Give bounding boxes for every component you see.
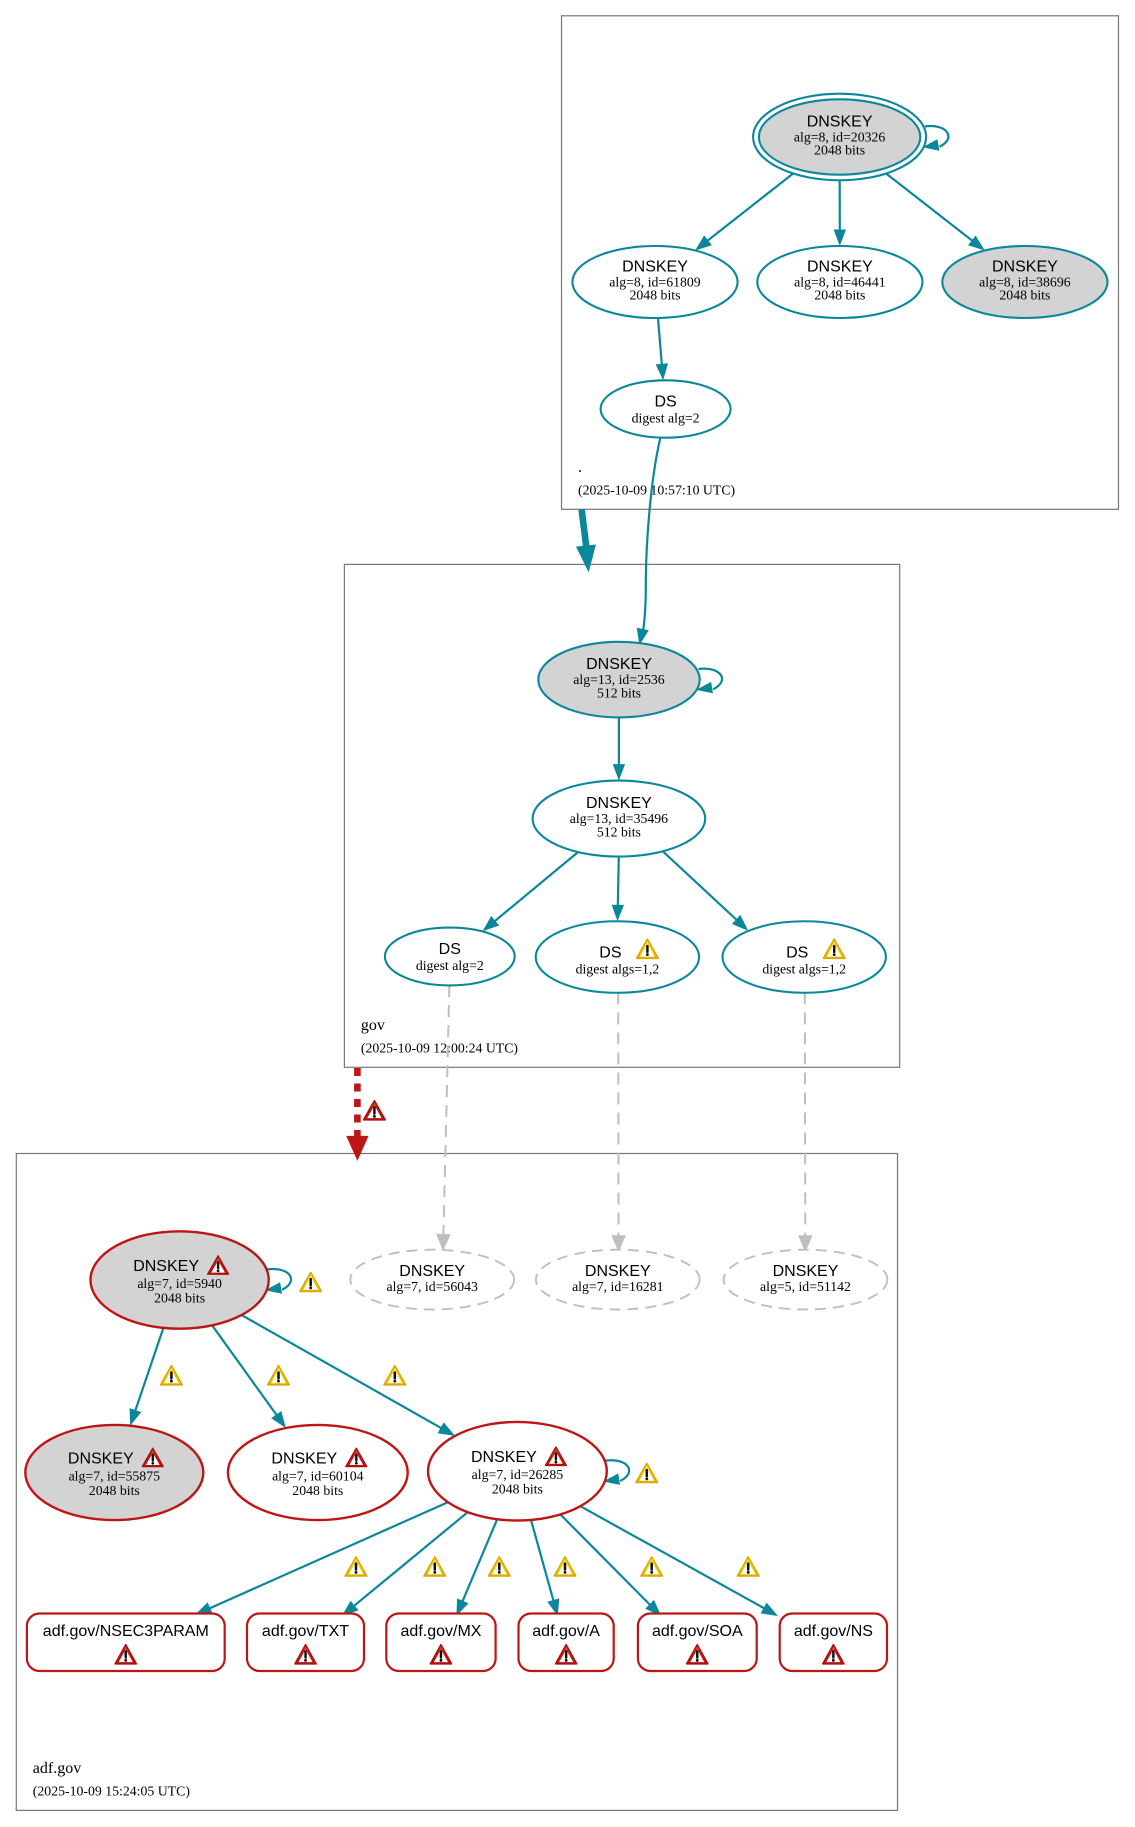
svg-text:digest algs=1,2: digest algs=1,2: [576, 961, 660, 976]
svg-text:alg=8, id=20326: alg=8, id=20326: [794, 129, 886, 144]
svg-text:digest alg=2: digest alg=2: [632, 411, 700, 426]
svg-text:2048 bits: 2048 bits: [630, 288, 681, 303]
svg-text:alg=8, id=46441: alg=8, id=46441: [794, 274, 886, 289]
svg-text:DNSKEY: DNSKEY: [807, 259, 873, 276]
svg-text:DNSKEY: DNSKEY: [68, 1451, 134, 1468]
svg-text:DS: DS: [654, 393, 676, 410]
svg-text:alg=7, id=60104: alg=7, id=60104: [272, 1469, 364, 1484]
svg-text:.: .: [578, 459, 582, 476]
svg-text:DS: DS: [599, 944, 621, 961]
svg-text:digest alg=2: digest alg=2: [416, 958, 484, 973]
svg-text:(2025-10-09 15:24:05 UTC): (2025-10-09 15:24:05 UTC): [33, 1784, 190, 1800]
svg-text:512 bits: 512 bits: [597, 685, 641, 700]
svg-text:alg=8, id=38696: alg=8, id=38696: [979, 274, 1071, 289]
svg-text:DS: DS: [786, 944, 808, 961]
svg-text:DNSKEY: DNSKEY: [586, 795, 652, 812]
svg-text:2048 bits: 2048 bits: [292, 1483, 343, 1498]
svg-text:adf.gov/SOA: adf.gov/SOA: [652, 1623, 743, 1640]
svg-text:DS: DS: [439, 941, 461, 958]
svg-text:DNSKEY: DNSKEY: [992, 259, 1058, 276]
svg-text:alg=7, id=26285: alg=7, id=26285: [472, 1467, 564, 1482]
svg-text:DNSKEY: DNSKEY: [133, 1258, 199, 1275]
svg-text:adf.gov/MX: adf.gov/MX: [401, 1623, 482, 1640]
svg-text:gov: gov: [361, 1017, 385, 1034]
svg-text:alg=13, id=35496: alg=13, id=35496: [570, 811, 668, 826]
svg-text:2048 bits: 2048 bits: [814, 288, 865, 303]
svg-text:2048 bits: 2048 bits: [89, 1483, 140, 1498]
svg-text:alg=8, id=61809: alg=8, id=61809: [609, 274, 701, 289]
svg-text:alg=7, id=55875: alg=7, id=55875: [69, 1469, 161, 1484]
svg-text:alg=13, id=2536: alg=13, id=2536: [573, 672, 665, 687]
svg-text:adf.gov/NSEC3PARAM: adf.gov/NSEC3PARAM: [43, 1623, 209, 1640]
svg-text:2048 bits: 2048 bits: [814, 143, 865, 158]
svg-text:adf.gov/TXT: adf.gov/TXT: [262, 1623, 349, 1640]
svg-text:DNSKEY: DNSKEY: [773, 1263, 839, 1280]
svg-text:alg=7, id=56043: alg=7, id=56043: [386, 1279, 478, 1294]
svg-text:adf.gov/A: adf.gov/A: [532, 1623, 600, 1640]
svg-text:2048 bits: 2048 bits: [999, 288, 1050, 303]
svg-text:512 bits: 512 bits: [597, 824, 641, 839]
svg-text:adf.gov/NS: adf.gov/NS: [794, 1623, 873, 1640]
svg-text:(2025-10-09 12:00:24 UTC): (2025-10-09 12:00:24 UTC): [361, 1041, 518, 1057]
svg-text:DNSKEY: DNSKEY: [399, 1263, 465, 1280]
svg-text:2048 bits: 2048 bits: [154, 1291, 205, 1306]
svg-text:DNSKEY: DNSKEY: [586, 656, 652, 673]
svg-text:alg=7, id=5940: alg=7, id=5940: [137, 1276, 222, 1291]
svg-text:2048 bits: 2048 bits: [492, 1482, 543, 1497]
svg-text:DNSKEY: DNSKEY: [807, 114, 873, 131]
svg-text:adf.gov: adf.gov: [33, 1760, 81, 1777]
svg-text:alg=7, id=16281: alg=7, id=16281: [572, 1279, 664, 1294]
svg-text:digest algs=1,2: digest algs=1,2: [762, 961, 846, 976]
svg-text:alg=5, id=51142: alg=5, id=51142: [760, 1279, 851, 1294]
svg-text:DNSKEY: DNSKEY: [471, 1449, 537, 1466]
svg-text:DNSKEY: DNSKEY: [622, 259, 688, 276]
svg-text:DNSKEY: DNSKEY: [271, 1451, 337, 1468]
svg-text:(2025-10-09 10:57:10 UTC): (2025-10-09 10:57:10 UTC): [578, 483, 735, 499]
svg-text:DNSKEY: DNSKEY: [585, 1263, 651, 1280]
